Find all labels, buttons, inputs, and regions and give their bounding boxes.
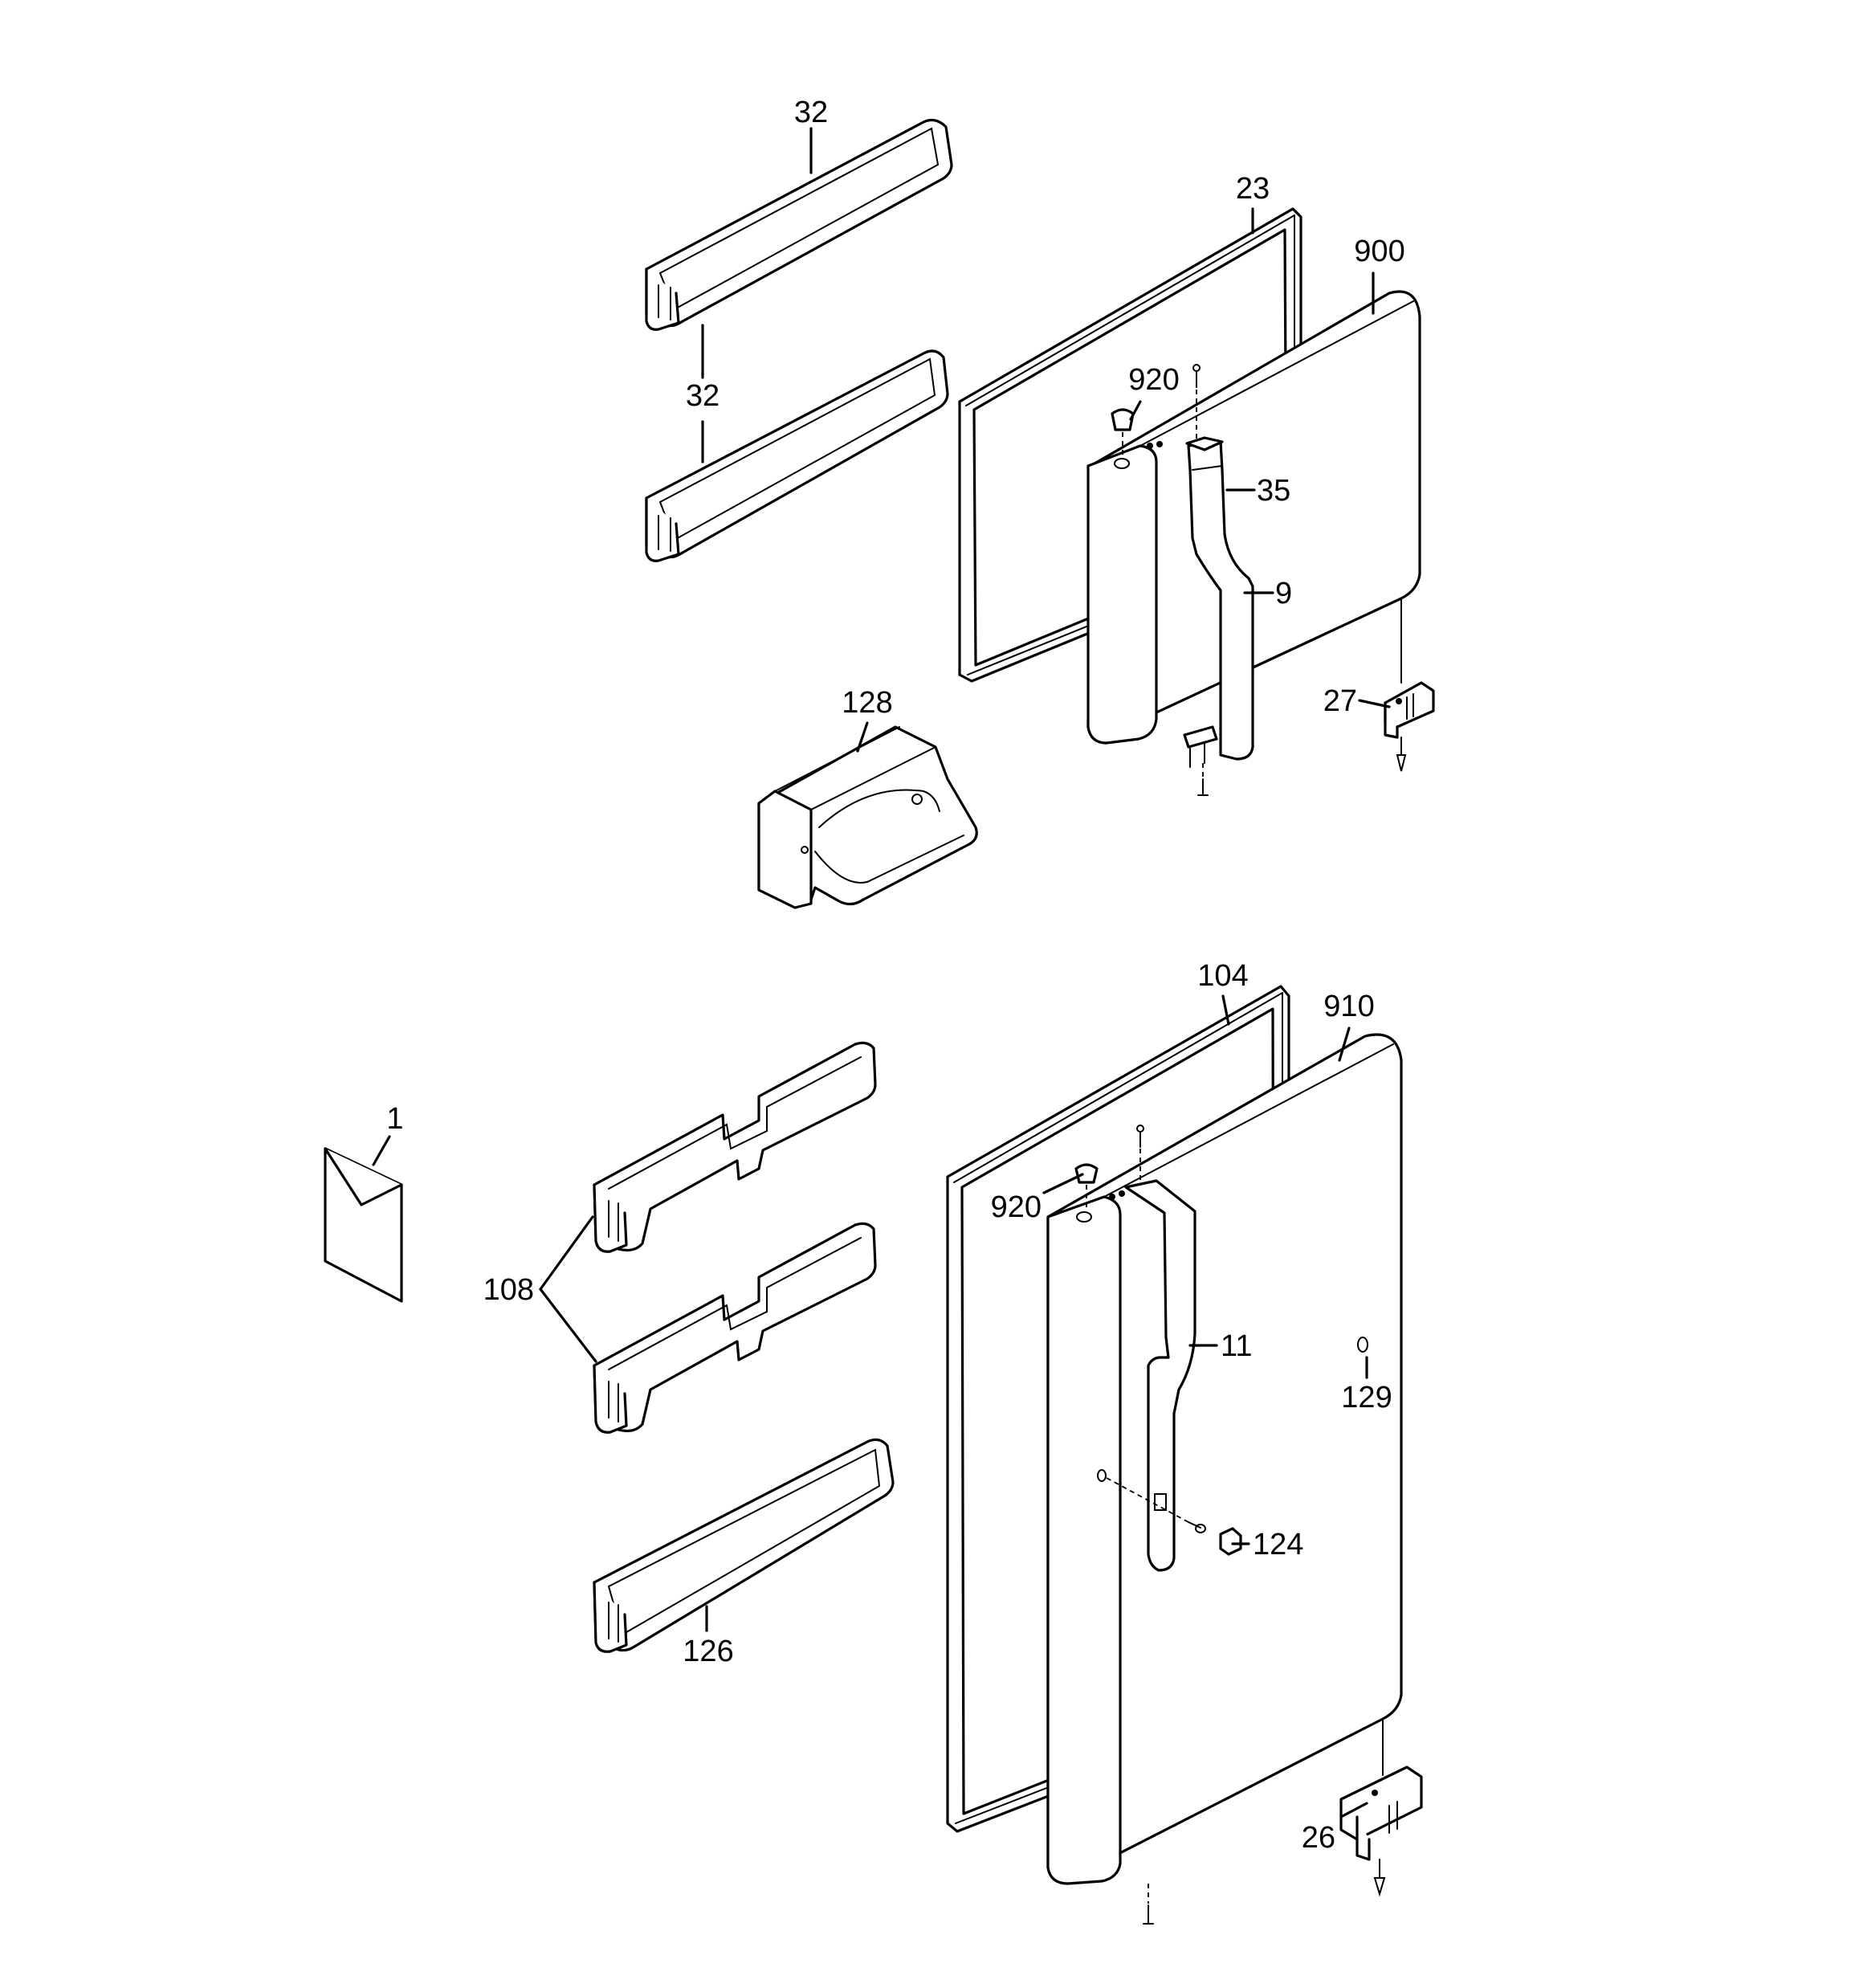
plug-920-upper — [1111, 408, 1135, 458]
envelope-icon — [324, 1147, 403, 1303]
label-900: 900 — [1354, 235, 1404, 268]
label-910: 910 — [1323, 990, 1374, 1023]
label-920-upper: 920 — [1128, 363, 1179, 397]
door-900 — [1086, 290, 1421, 745]
door-910 — [1046, 1033, 1403, 1885]
door-bin-32-top — [645, 118, 953, 331]
label-124: 124 — [1253, 1528, 1303, 1561]
screw-top-910 — [1136, 1125, 1144, 1185]
hinge-27 — [1384, 598, 1435, 772]
handle-cap-124 — [1106, 1477, 1242, 1556]
label-128: 128 — [842, 686, 892, 720]
label-126: 126 — [683, 1635, 733, 1668]
label-35: 35 — [1257, 474, 1290, 508]
screw-bottom-910 — [1143, 1884, 1154, 1925]
label-23: 23 — [1236, 172, 1270, 206]
door-bin-32-lower — [645, 349, 949, 562]
label-9: 9 — [1275, 577, 1292, 610]
door-handle-9 — [1183, 436, 1254, 768]
callout-labels: 32 32 23 900 920 35 9 27 128 104 910 1 9… — [386, 96, 1404, 1855]
door-bin-126 — [593, 1438, 895, 1653]
label-32-second: 32 — [686, 379, 720, 413]
screw-bottom-9 — [1197, 763, 1209, 796]
screw-top-900 — [1192, 364, 1201, 440]
label-11: 11 — [1221, 1329, 1252, 1363]
hinge-26 — [1339, 1718, 1423, 1897]
label-129: 129 — [1341, 1381, 1392, 1414]
plug-920-lower — [1074, 1163, 1099, 1209]
door-bin-108-lower — [593, 1222, 877, 1434]
label-27: 27 — [1323, 684, 1357, 718]
label-26: 26 — [1302, 1821, 1335, 1855]
label-32-top: 32 — [794, 96, 828, 129]
door-handle-11 — [1124, 1179, 1196, 1572]
label-108: 108 — [483, 1273, 534, 1307]
label-920-lower: 920 — [991, 1190, 1042, 1224]
leader-lines — [372, 127, 1391, 1819]
label-1: 1 — [386, 1102, 403, 1136]
label-104: 104 — [1197, 959, 1248, 993]
dairy-compartment-128 — [757, 725, 978, 909]
door-bin-108-upper — [593, 1041, 877, 1253]
